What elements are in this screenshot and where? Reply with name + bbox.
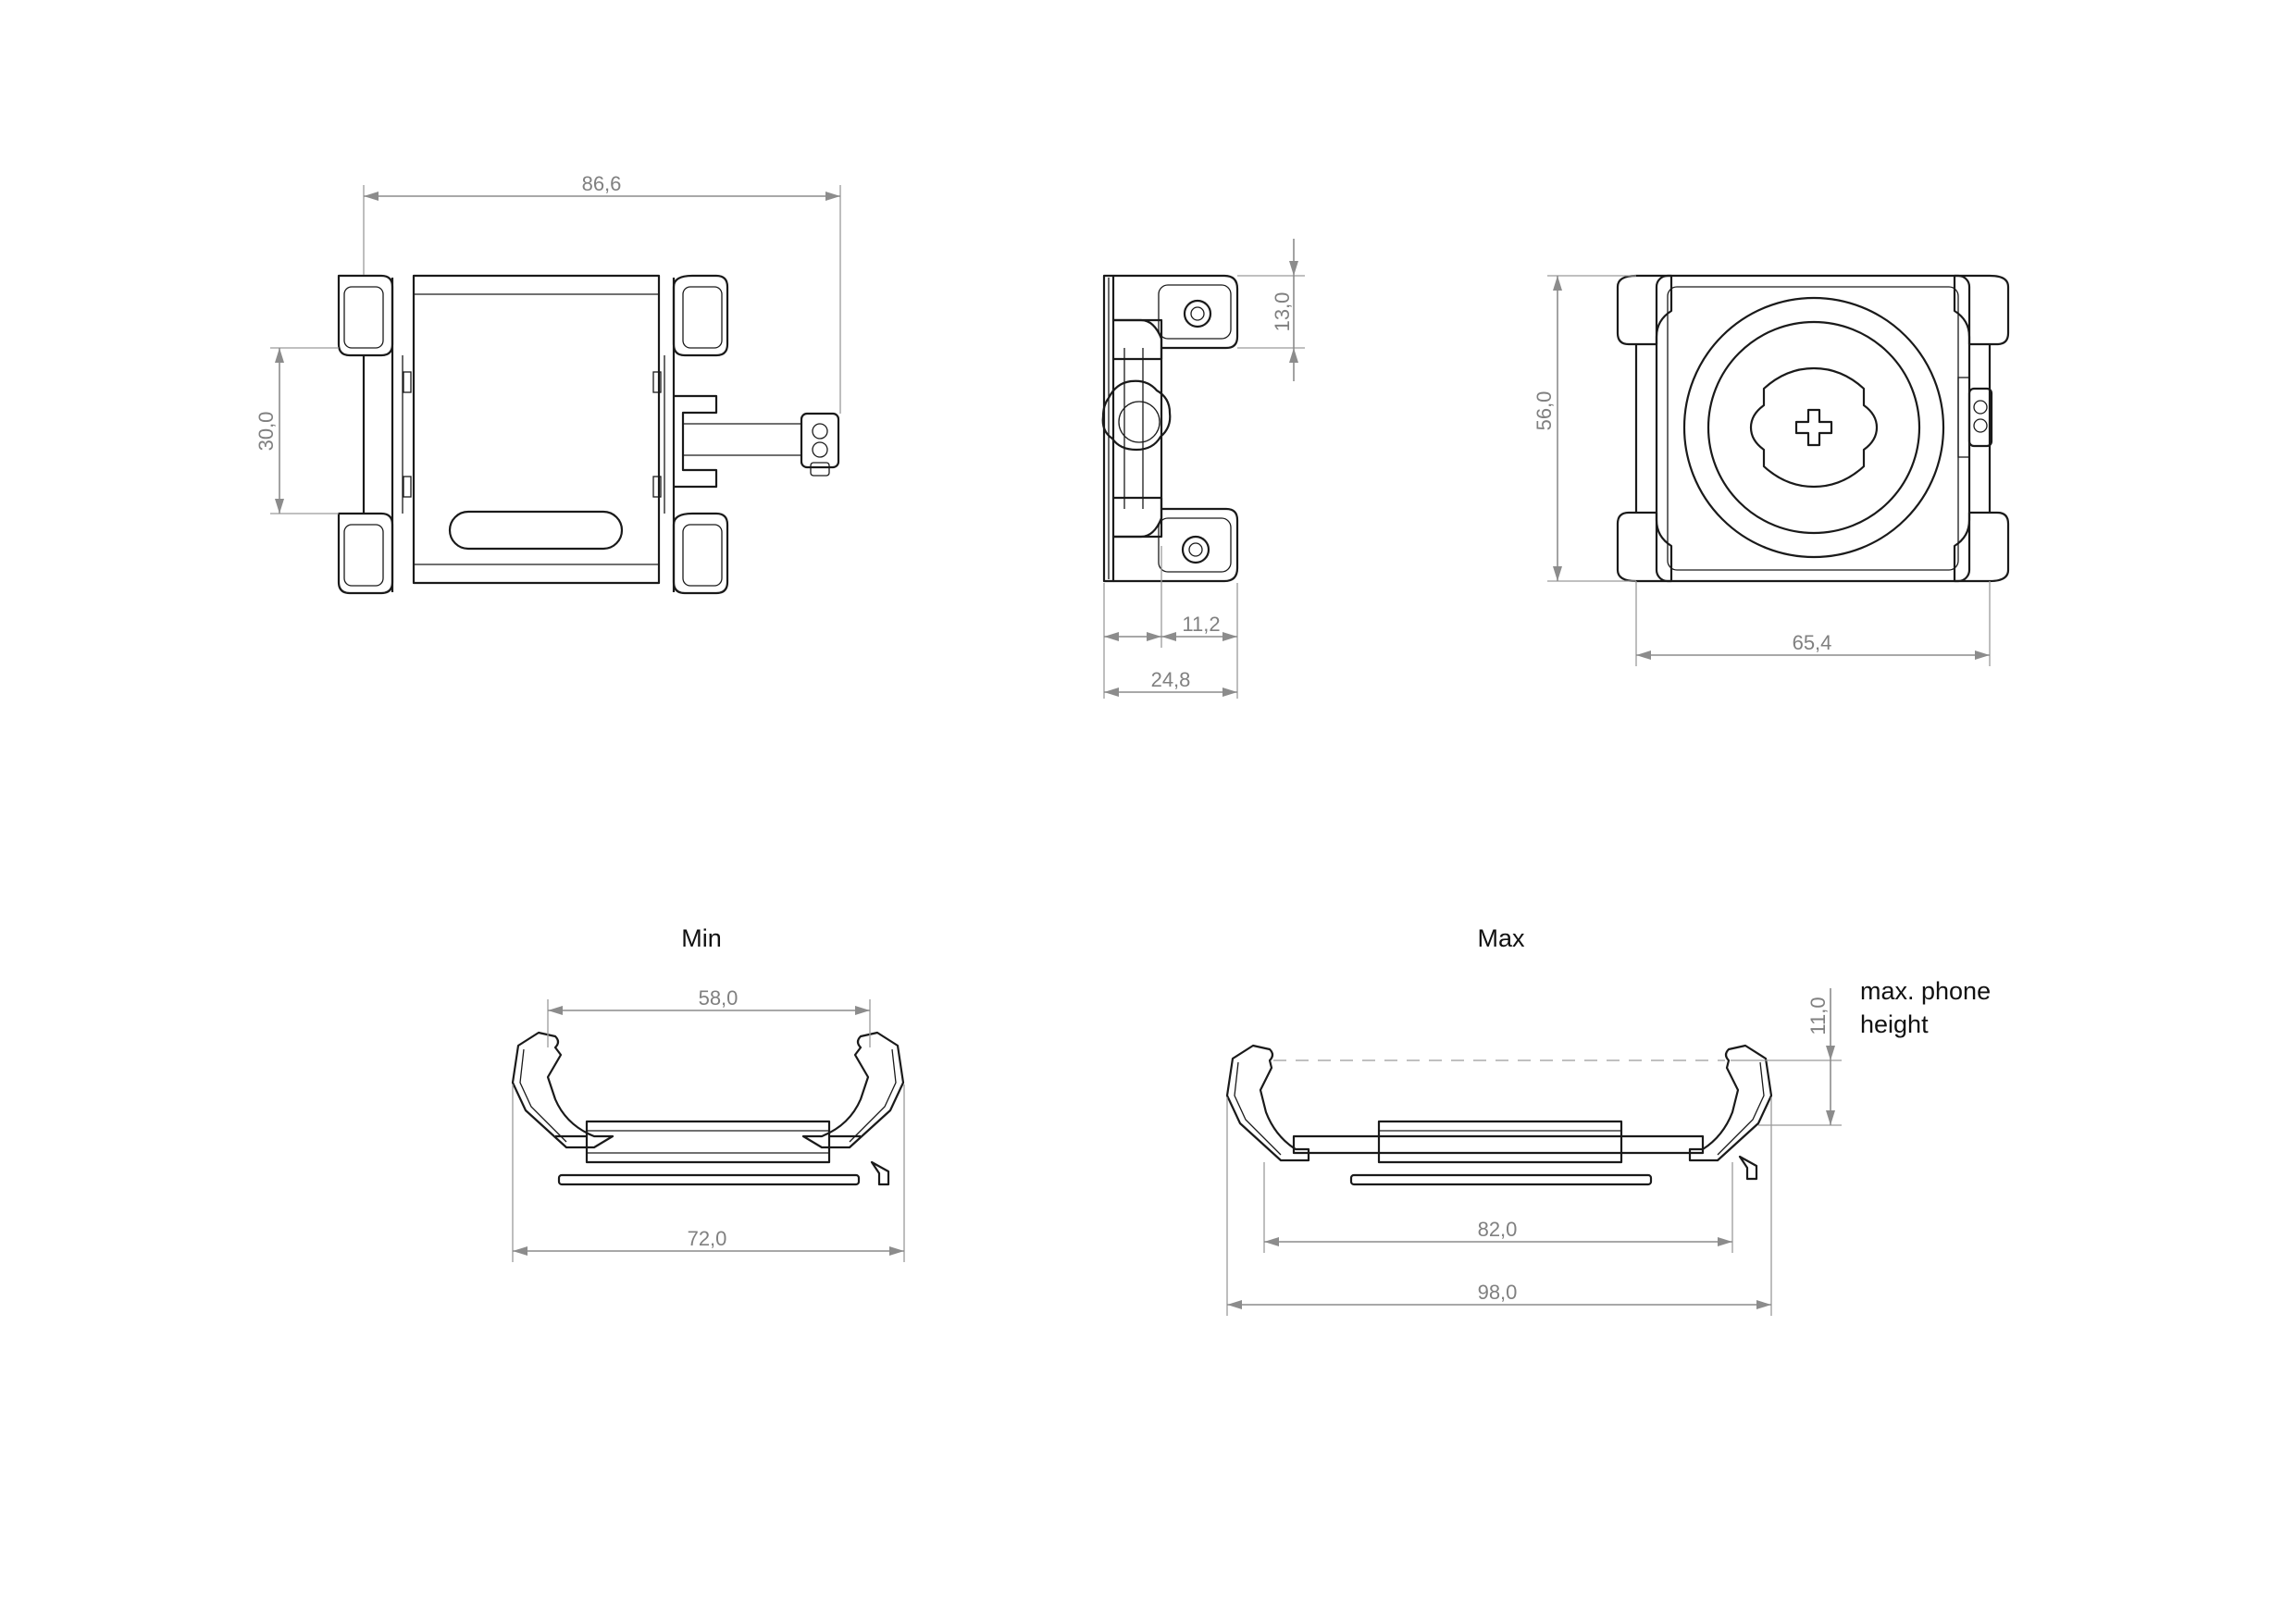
dim-max-outer: 98,0 [1478, 1281, 1518, 1304]
top-view-foot-tl [337, 274, 394, 357]
side-view: 13,0 11,2 24,8 [1101, 239, 1305, 699]
dim-back-height: 56,0 [1533, 391, 1556, 431]
min-view-jaw-left [511, 1031, 614, 1149]
top-view-slot [448, 510, 624, 551]
max-view-label: Max [1477, 924, 1525, 952]
top-view-knob [800, 412, 840, 469]
dim-min-outer: 72,0 [688, 1227, 727, 1250]
phone-height-note-line1: max. phone [1860, 977, 1991, 1005]
max-view-base [1377, 1120, 1623, 1164]
top-view: 86,6 30,0 [254, 172, 841, 595]
max-view-rail [1292, 1134, 1705, 1155]
side-view-jaw-bottom [1113, 507, 1239, 583]
dim-min-inner: 58,0 [699, 986, 738, 1010]
back-view-cross-icon [1794, 408, 1833, 447]
side-view-knob [1101, 379, 1172, 452]
top-view-foot-tr [672, 274, 729, 357]
back-view-bayonet [1749, 366, 1879, 489]
min-view-jaw-right [801, 1031, 905, 1149]
phone-height-note-line2: height [1860, 1010, 1929, 1038]
back-view-mount-ring-outer [1682, 296, 1945, 559]
back-view: 56,0 65,4 [1533, 274, 2010, 666]
top-view-clamp-frame [674, 394, 718, 489]
min-view-base [585, 1120, 831, 1164]
dim-max-height: 11,0 [1806, 997, 1830, 1035]
dim-side-top: 13,0 [1271, 292, 1294, 332]
top-view-foot-br [672, 512, 729, 595]
side-view-jaw-top [1113, 274, 1239, 350]
dim-side-inner: 11,2 [1182, 613, 1220, 636]
max-view-jaw-right [1688, 1044, 1773, 1162]
max-view: Max 11,0 max. phone height 82,0 [1225, 924, 1991, 1316]
max-view-jaw-left [1225, 1044, 1310, 1162]
dim-back-width: 65,4 [1793, 631, 1832, 654]
top-view-plate [412, 274, 661, 585]
dim-top-height: 30,0 [254, 412, 278, 452]
dim-top-width: 86,6 [582, 172, 622, 195]
dim-side-total: 24,8 [1151, 668, 1191, 691]
back-view-knob [1967, 387, 1993, 448]
top-view-foot-bl [337, 512, 394, 595]
min-view: Min 58,0 72,0 [511, 924, 905, 1262]
dim-max-inner: 82,0 [1478, 1218, 1518, 1241]
min-view-label: Min [681, 924, 722, 952]
back-view-mount-ring-inner [1706, 320, 1921, 535]
